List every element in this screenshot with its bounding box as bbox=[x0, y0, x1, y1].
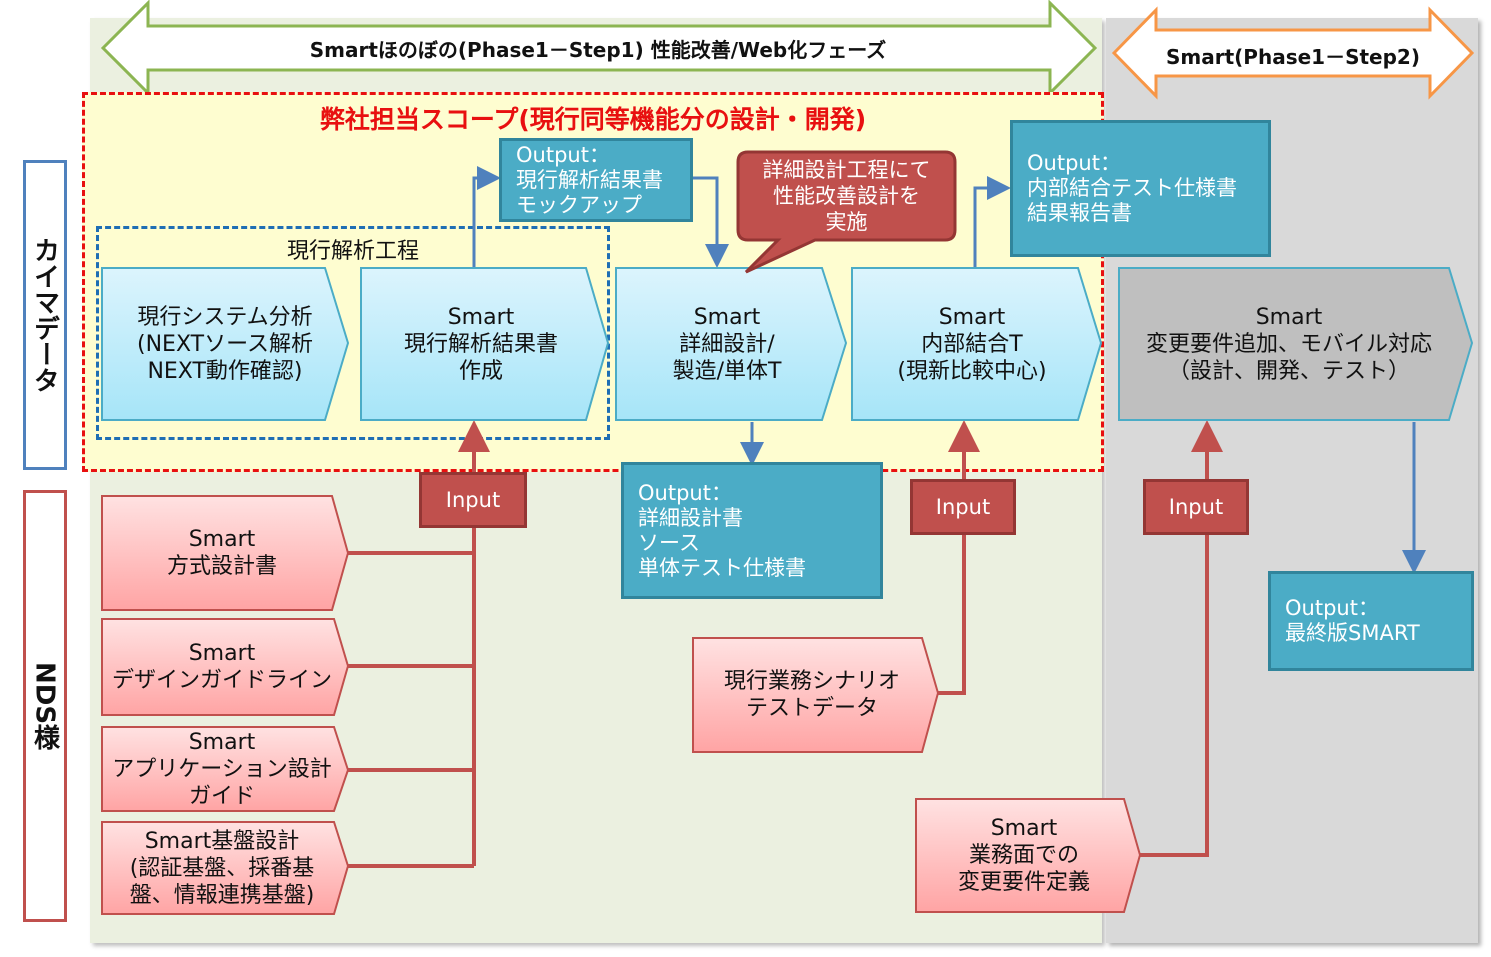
nds-input-shape-5 bbox=[692, 637, 940, 753]
analysis-phase-title: 現行解析工程 bbox=[286, 239, 419, 264]
output-final-smart: Output： 最終版SMART bbox=[1268, 571, 1474, 671]
callout-line: 詳細設計工程にて bbox=[762, 158, 931, 182]
connector-scenario-to-integration bbox=[938, 420, 980, 695]
input-label-step2: Input bbox=[1143, 479, 1249, 535]
output-analysis-report: Output： 現行解析結果書 モックアップ bbox=[499, 138, 693, 222]
output-line: 詳細設計書 bbox=[638, 505, 743, 530]
node-line: 内部結合T bbox=[921, 331, 1023, 357]
process-node-shape-2 bbox=[360, 267, 610, 421]
nds-input-app-design-guide: Smart アプリケーション設計 ガイド bbox=[102, 727, 342, 811]
output-line: ソース bbox=[638, 530, 700, 555]
connector-output1-to-design bbox=[693, 176, 729, 268]
node-line: 製造/単体T bbox=[672, 358, 782, 384]
node-line: 作成 bbox=[458, 358, 503, 384]
process-node-current-analysis: 現行システム分析 (NEXTソース解析 NEXT動作確認) bbox=[102, 268, 348, 420]
node-line: 方式設計書 bbox=[166, 554, 277, 579]
node-line: テストデータ bbox=[745, 696, 878, 721]
nds-input-design-guideline: Smart デザインガイドライン bbox=[102, 619, 342, 715]
node-line: Smart基盤設計 bbox=[144, 828, 300, 854]
output-line: 単体テスト仕様書 bbox=[638, 555, 806, 580]
node-line: アプリケーション設計 bbox=[112, 756, 332, 782]
node-line: Smart bbox=[188, 729, 256, 755]
phase1-double-arrow bbox=[100, 0, 1098, 97]
node-line: 現行解析結果書 bbox=[403, 331, 558, 357]
node-line: ガイド bbox=[188, 783, 255, 809]
node-line: （設計、開発、テスト） bbox=[1167, 358, 1410, 384]
process-node-shape-5 bbox=[1118, 267, 1474, 421]
process-node-detailed-design: Smart 詳細設計/ 製造/単体T bbox=[616, 268, 838, 420]
node-line: デザインガイドライン bbox=[111, 668, 332, 693]
input-label-analysis: Input bbox=[419, 472, 527, 528]
output-line: Output： bbox=[1285, 596, 1379, 620]
phase1-label: Smartほのぼの(Phase1－Step1) 性能改善/Web化フェーズ bbox=[309, 38, 887, 62]
node-line: Smart bbox=[693, 304, 761, 330]
nds-input-shape-1 bbox=[101, 495, 350, 611]
process-node-integration-test: Smart 内部結合T (現新比較中心) bbox=[852, 268, 1092, 420]
output-line: Output： bbox=[516, 142, 610, 167]
phase2-label: Smart(Phase1－Step2) bbox=[1166, 45, 1420, 69]
node-line: Smart bbox=[188, 527, 256, 552]
output-line: 結果報告書 bbox=[1027, 201, 1132, 225]
node-line: 詳細設計/ bbox=[679, 331, 775, 357]
callout-line: 性能改善設計を bbox=[773, 184, 920, 208]
connector-analysis-to-output1 bbox=[472, 166, 501, 268]
output-line: 内部結合テスト仕様書 bbox=[1027, 176, 1237, 200]
input-label-integration: Input bbox=[910, 479, 1016, 535]
output-line: 最終版SMART bbox=[1285, 621, 1420, 645]
connector-requirements-to-step2 bbox=[1140, 420, 1223, 857]
process-node-shape-1 bbox=[101, 267, 350, 421]
node-line: 盤、情報連携基盤) bbox=[129, 882, 315, 908]
process-node-shape-4 bbox=[851, 267, 1103, 421]
node-line: (NEXTソース解析 bbox=[137, 331, 313, 357]
callout-line: 実施 bbox=[825, 210, 868, 234]
node-line: Smart bbox=[938, 304, 1006, 330]
nds-input-architecture-design: Smart 方式設計書 bbox=[102, 496, 342, 610]
node-line: Smart bbox=[188, 641, 256, 666]
lane-nds: NDS様 bbox=[23, 490, 67, 922]
process-node-shape-3 bbox=[615, 267, 848, 421]
lane-kaimadata: カイマデータ bbox=[23, 160, 67, 470]
node-line: 変更要件追加、モバイル対応 bbox=[1145, 331, 1432, 357]
node-line: 現行業務シナリオ bbox=[723, 669, 900, 694]
process-node-analysis-report: Smart 現行解析結果書 作成 bbox=[361, 268, 601, 420]
scope-title: 弊社担当スコープ(現行同等機能分の設計・開発) bbox=[319, 105, 867, 134]
output-line: Output： bbox=[638, 480, 732, 505]
nds-input-change-requirements: Smart 業務面での 変更要件定義 bbox=[916, 799, 1132, 912]
node-line: Smart bbox=[990, 816, 1058, 841]
node-line: Smart bbox=[1255, 304, 1323, 330]
nds-input-branches bbox=[348, 551, 474, 868]
connector-integration-to-output3 bbox=[973, 176, 1011, 268]
nds-input-shape-4 bbox=[101, 821, 350, 915]
lane-kaimadata-label: カイマデータ bbox=[29, 237, 60, 393]
nds-input-shape-2 bbox=[101, 618, 350, 716]
output-line: Output： bbox=[1027, 151, 1121, 175]
node-line: Smart bbox=[447, 304, 515, 330]
node-line: 変更要件定義 bbox=[957, 870, 1090, 895]
analysis-phase-group bbox=[96, 226, 610, 440]
nds-input-platform-design: Smart基盤設計 (認証基盤、採番基 盤、情報連携基盤) bbox=[102, 822, 342, 914]
node-line: 業務面での bbox=[968, 843, 1079, 868]
nds-input-shape-3 bbox=[101, 726, 350, 812]
output-line: 現行解析結果書 bbox=[516, 167, 663, 192]
lane-nds-label: NDS様 bbox=[29, 661, 60, 751]
nds-input-business-scenario: 現行業務シナリオ テストデータ bbox=[693, 638, 931, 752]
output-line: モックアップ bbox=[516, 192, 642, 217]
node-line: NEXT動作確認) bbox=[147, 358, 303, 384]
node-line: 現行システム分析 bbox=[137, 304, 313, 330]
callout-bubble-shape bbox=[736, 150, 957, 274]
output-detailed-design: Output： 詳細設計書 ソース 単体テスト仕様書 bbox=[621, 462, 883, 599]
output-integration-test: Output： 内部結合テスト仕様書 結果報告書 bbox=[1010, 120, 1271, 257]
node-line: (認証基盤、採番基 bbox=[129, 855, 315, 881]
nds-input-shape-6 bbox=[915, 798, 1142, 913]
process-node-step2-change: Smart 変更要件追加、モバイル対応 （設計、開発、テスト） bbox=[1119, 268, 1459, 420]
phase2-double-arrow bbox=[1111, 6, 1475, 100]
callout-performance-design: 詳細設計工程にて 性能改善設計を 実施 bbox=[738, 152, 955, 240]
node-line: (現新比較中心) bbox=[897, 358, 1047, 384]
